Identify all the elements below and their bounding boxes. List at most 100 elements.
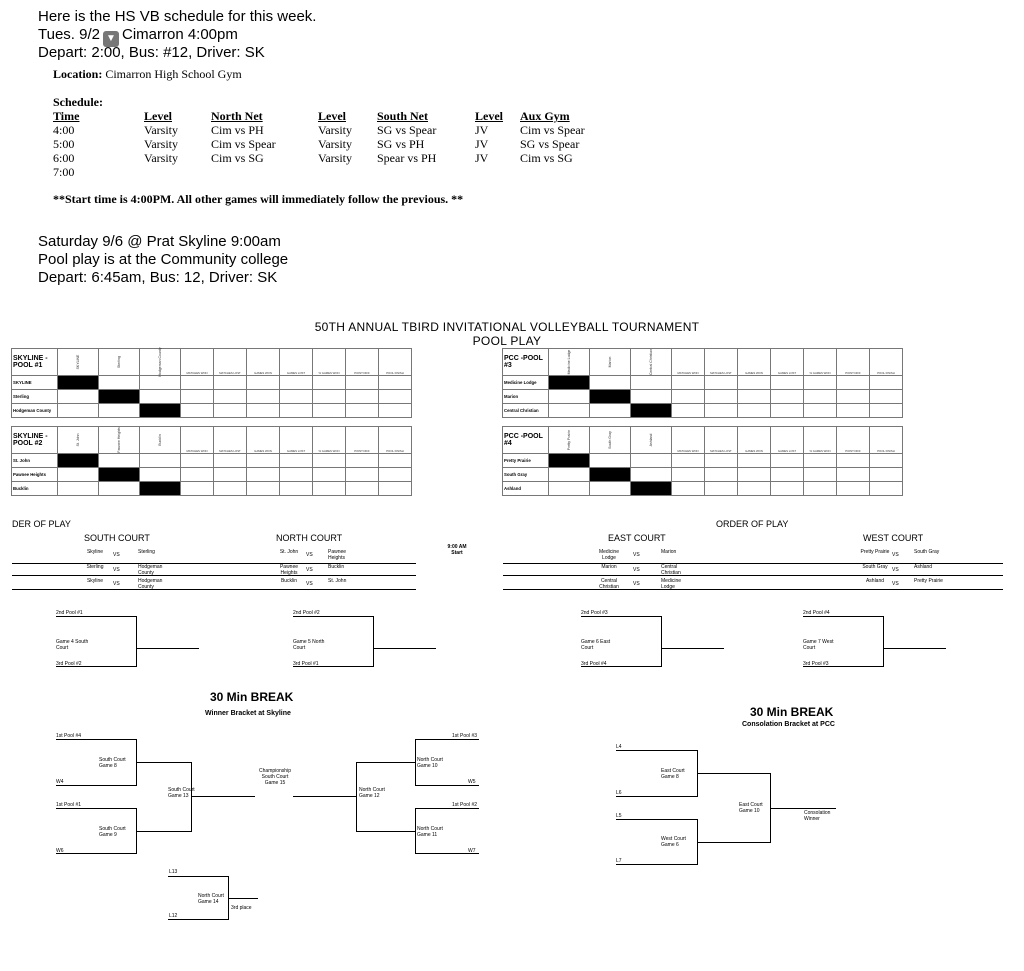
stat-cell[interactable] — [180, 403, 214, 418]
stat-cell[interactable] — [836, 389, 870, 404]
stat-cell[interactable] — [180, 467, 214, 482]
stat-cell[interactable] — [737, 389, 771, 404]
score-cell[interactable] — [630, 375, 672, 390]
stat-cell[interactable] — [312, 403, 346, 418]
score-cell[interactable] — [548, 467, 590, 482]
score-cell[interactable] — [98, 403, 140, 418]
stat-cell[interactable] — [312, 467, 346, 482]
stat-cell[interactable] — [345, 375, 379, 390]
stat-cell[interactable] — [378, 389, 412, 404]
stat-cell[interactable] — [246, 453, 280, 468]
stat-cell[interactable] — [213, 467, 247, 482]
stat-cell[interactable] — [869, 375, 903, 390]
stat-cell[interactable] — [671, 375, 705, 390]
stat-cell[interactable] — [378, 403, 412, 418]
stat-cell[interactable] — [279, 403, 313, 418]
score-cell[interactable] — [589, 481, 631, 496]
stat-cell[interactable] — [869, 403, 903, 418]
stat-cell[interactable] — [803, 481, 837, 496]
score-cell[interactable] — [57, 481, 99, 496]
stat-cell[interactable] — [803, 403, 837, 418]
stat-cell[interactable] — [312, 453, 346, 468]
stat-cell[interactable] — [704, 375, 738, 390]
stat-cell[interactable] — [213, 481, 247, 496]
stat-cell[interactable] — [671, 403, 705, 418]
stat-cell[interactable] — [869, 481, 903, 496]
stat-cell[interactable] — [312, 481, 346, 496]
stat-cell[interactable] — [869, 389, 903, 404]
stat-cell[interactable] — [279, 467, 313, 482]
stat-cell[interactable] — [246, 481, 280, 496]
stat-cell[interactable] — [345, 389, 379, 404]
stat-cell[interactable] — [180, 481, 214, 496]
stat-cell[interactable] — [180, 389, 214, 404]
stat-cell[interactable] — [279, 389, 313, 404]
stat-cell[interactable] — [770, 403, 804, 418]
stat-cell[interactable] — [213, 453, 247, 468]
stat-cell[interactable] — [836, 403, 870, 418]
stat-cell[interactable] — [803, 375, 837, 390]
score-cell[interactable] — [589, 403, 631, 418]
score-cell[interactable] — [139, 389, 181, 404]
stat-cell[interactable] — [378, 467, 412, 482]
stat-cell[interactable] — [836, 375, 870, 390]
stat-cell[interactable] — [180, 453, 214, 468]
stat-cell[interactable] — [180, 375, 214, 390]
stat-cell[interactable] — [803, 389, 837, 404]
stat-cell[interactable] — [704, 389, 738, 404]
score-cell[interactable] — [630, 467, 672, 482]
stat-cell[interactable] — [803, 453, 837, 468]
stat-cell[interactable] — [869, 467, 903, 482]
score-cell[interactable] — [630, 389, 672, 404]
stat-cell[interactable] — [246, 375, 280, 390]
score-cell[interactable] — [139, 453, 181, 468]
stat-cell[interactable] — [345, 403, 379, 418]
stat-cell[interactable] — [737, 375, 771, 390]
stat-cell[interactable] — [213, 403, 247, 418]
chevron-down-icon[interactable]: ▼ — [102, 31, 119, 47]
stat-cell[interactable] — [246, 403, 280, 418]
stat-cell[interactable] — [770, 389, 804, 404]
stat-cell[interactable] — [378, 453, 412, 468]
score-cell[interactable] — [589, 375, 631, 390]
stat-cell[interactable] — [737, 403, 771, 418]
stat-cell[interactable] — [345, 481, 379, 496]
score-cell[interactable] — [98, 481, 140, 496]
score-cell[interactable] — [98, 453, 140, 468]
stat-cell[interactable] — [869, 453, 903, 468]
score-cell[interactable] — [57, 467, 99, 482]
score-cell[interactable] — [548, 389, 590, 404]
stat-cell[interactable] — [770, 375, 804, 390]
stat-cell[interactable] — [737, 453, 771, 468]
score-cell[interactable] — [589, 453, 631, 468]
stat-cell[interactable] — [737, 481, 771, 496]
stat-cell[interactable] — [704, 481, 738, 496]
stat-cell[interactable] — [345, 453, 379, 468]
score-cell[interactable] — [548, 481, 590, 496]
stat-cell[interactable] — [213, 389, 247, 404]
stat-cell[interactable] — [312, 389, 346, 404]
stat-cell[interactable] — [770, 453, 804, 468]
stat-cell[interactable] — [378, 375, 412, 390]
stat-cell[interactable] — [671, 453, 705, 468]
score-cell[interactable] — [98, 375, 140, 390]
stat-cell[interactable] — [770, 467, 804, 482]
stat-cell[interactable] — [312, 375, 346, 390]
stat-cell[interactable] — [246, 467, 280, 482]
score-cell[interactable] — [548, 403, 590, 418]
stat-cell[interactable] — [378, 481, 412, 496]
stat-cell[interactable] — [836, 481, 870, 496]
stat-cell[interactable] — [671, 389, 705, 404]
stat-cell[interactable] — [213, 375, 247, 390]
stat-cell[interactable] — [279, 375, 313, 390]
stat-cell[interactable] — [246, 389, 280, 404]
stat-cell[interactable] — [737, 467, 771, 482]
stat-cell[interactable] — [671, 481, 705, 496]
stat-cell[interactable] — [279, 481, 313, 496]
stat-cell[interactable] — [836, 467, 870, 482]
stat-cell[interactable] — [836, 453, 870, 468]
stat-cell[interactable] — [279, 453, 313, 468]
stat-cell[interactable] — [770, 481, 804, 496]
score-cell[interactable] — [139, 467, 181, 482]
stat-cell[interactable] — [704, 467, 738, 482]
